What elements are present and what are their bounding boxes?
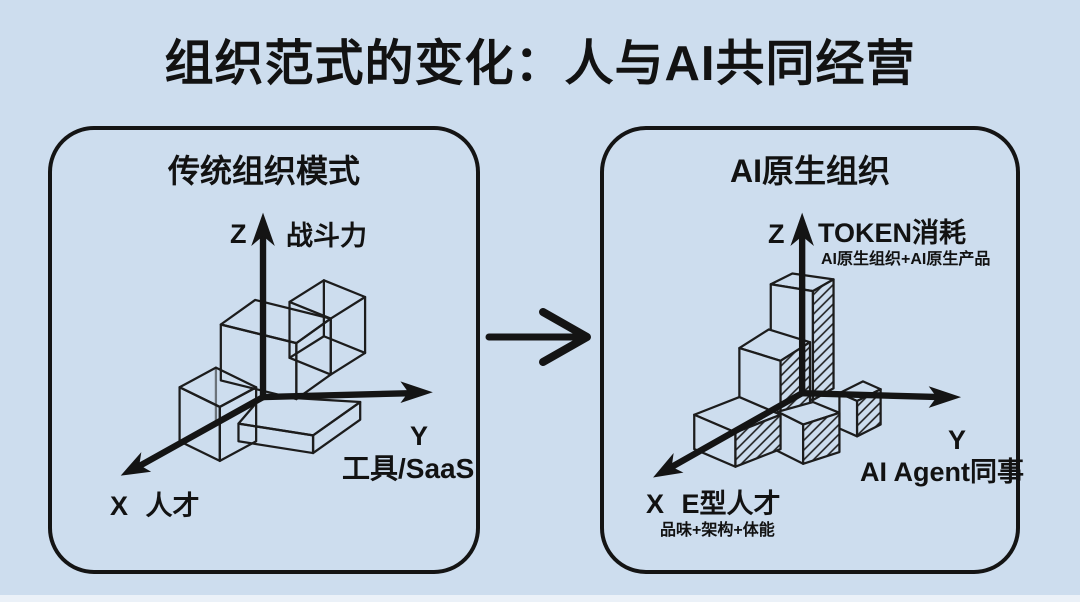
right-z-axis-letter: Z [768, 219, 785, 249]
left-x-axis-label: 人才 [145, 491, 200, 521]
transition-arrow-icon [485, 308, 591, 366]
right-axis-arrowheads [653, 212, 962, 478]
panel-traditional-org: 传统组织模式 [48, 126, 480, 574]
bottom-edge-strip [0, 595, 1080, 602]
z-arrowhead-icon [251, 212, 275, 246]
left-y-axis-letter: Y [410, 421, 429, 451]
x-arrowhead-icon [120, 452, 152, 476]
right-x-axis-label: E型人才 [681, 489, 781, 519]
right-z-axis-sublabel: AI原生组织+AI原生产品 [821, 251, 991, 268]
panel-ai-native-org: AI原生组织 [600, 126, 1024, 574]
y-axis-line [798, 389, 943, 401]
left-axes [131, 227, 415, 472]
left-y-axis-label: 工具/SaaS [342, 453, 475, 484]
ai-native-3d-scene [653, 212, 962, 478]
y-axis-line [259, 389, 415, 401]
left-x-axis-label-row: X 人才 [110, 491, 200, 522]
left-x-axis-letter: X [110, 491, 129, 521]
wireframe-cube-cluster [178, 279, 367, 463]
left-axis-arrowheads [120, 212, 433, 476]
right-panel-title: AI原生组织 [729, 153, 890, 189]
right-x-axis-sublabel: 品味+架构+体能 [660, 522, 775, 539]
left-z-axis-label: 战斗力 [286, 221, 367, 251]
right-axes [663, 227, 943, 473]
x-axis-line [131, 393, 267, 472]
left-panel-title: 传统组织模式 [167, 153, 360, 189]
y-arrowhead-icon [928, 386, 962, 408]
x-axis-line [663, 389, 806, 473]
right-x-axis-letter: X [646, 489, 665, 519]
right-y-axis-letter: Y [948, 425, 967, 455]
traditional-3d-scene [120, 212, 433, 476]
right-x-axis-label-row: X E型人才 [646, 489, 781, 520]
left-z-axis-letter: Z [230, 219, 247, 249]
z-arrowhead-icon [790, 212, 814, 247]
right-y-axis-label: AI Agent同事 [860, 457, 1024, 487]
page-title: 组织范式的变化：人与AI共同经营 [164, 37, 916, 91]
right-z-axis-label: TOKEN消耗 [818, 218, 967, 248]
x-arrowhead-icon [653, 453, 684, 478]
y-arrowhead-icon [400, 381, 433, 403]
